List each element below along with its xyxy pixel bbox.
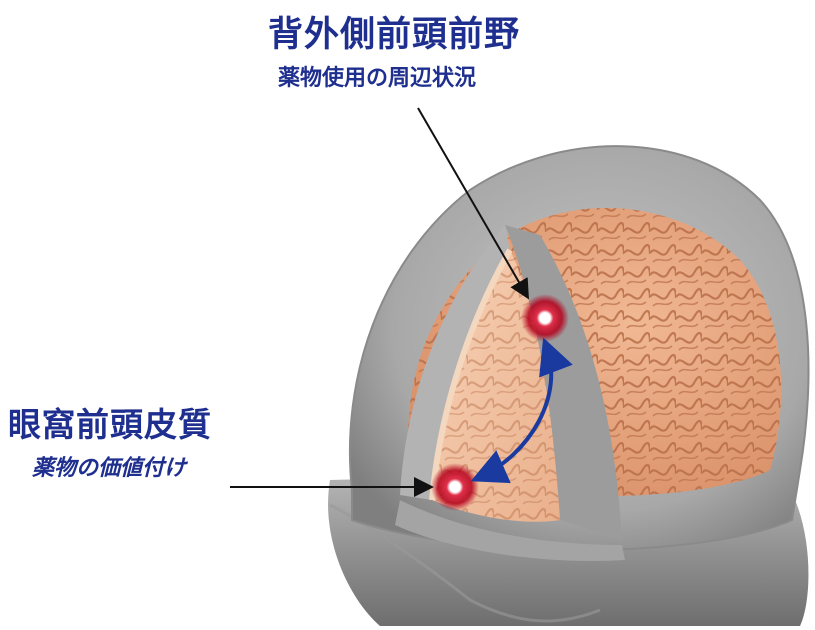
ofc-label-subtitle: 薬物の価値付け	[32, 450, 186, 482]
activation-spot-icon	[431, 463, 479, 511]
ofc-label-title: 眼窩前頭皮質	[8, 398, 212, 446]
activation-spot-icon	[521, 294, 569, 342]
dlpfc-label-title: 背外側前頭前野	[268, 6, 520, 57]
dlpfc-label-subtitle: 薬物使用の周辺状況	[278, 60, 476, 92]
